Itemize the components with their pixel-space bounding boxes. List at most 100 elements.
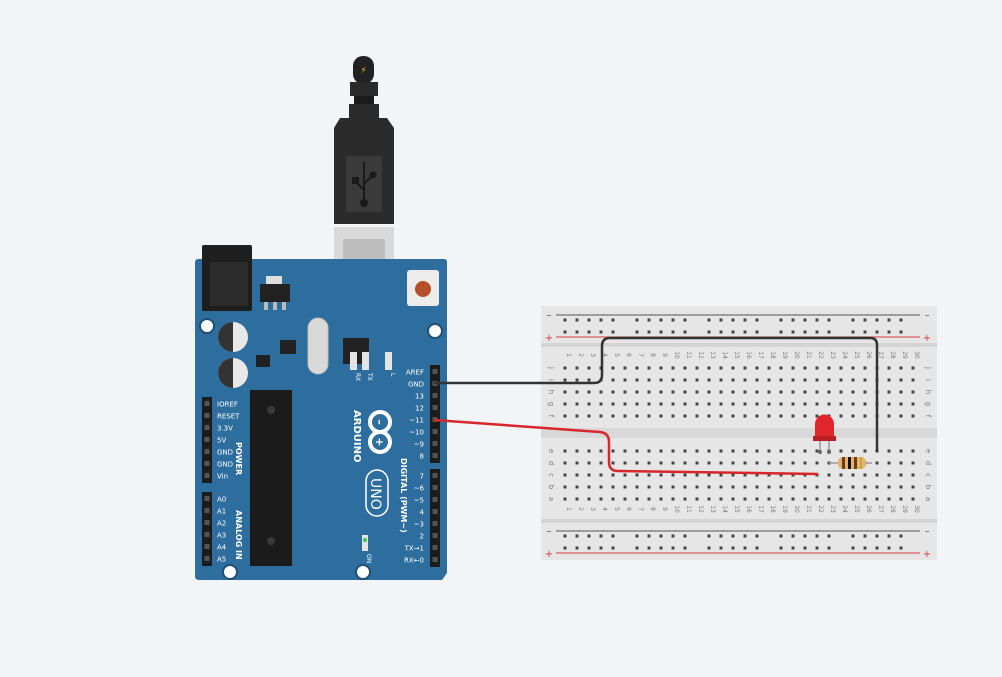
header-pin[interactable] xyxy=(432,405,438,410)
rail-hole[interactable] xyxy=(575,546,579,550)
rail-hole[interactable] xyxy=(599,534,603,538)
breadboard-hole[interactable] xyxy=(851,390,855,394)
breadboard-hole[interactable] xyxy=(815,461,819,465)
breadboard-hole[interactable] xyxy=(899,378,903,382)
breadboard-hole[interactable] xyxy=(623,485,627,489)
header-pin[interactable] xyxy=(432,509,438,514)
breadboard-hole[interactable] xyxy=(671,390,675,394)
breadboard-hole[interactable] xyxy=(803,461,807,465)
breadboard-hole[interactable] xyxy=(839,366,843,370)
breadboard-hole[interactable] xyxy=(863,414,867,418)
breadboard-hole[interactable] xyxy=(659,449,663,453)
breadboard-hole[interactable] xyxy=(767,485,771,489)
breadboard-hole[interactable] xyxy=(887,414,891,418)
red-led[interactable] xyxy=(813,414,836,455)
breadboard-hole[interactable] xyxy=(587,390,591,394)
breadboard-hole[interactable] xyxy=(779,473,783,477)
breadboard-hole[interactable] xyxy=(767,366,771,370)
breadboard-hole[interactable] xyxy=(635,366,639,370)
breadboard-hole[interactable] xyxy=(743,378,747,382)
rail-hole[interactable] xyxy=(659,330,663,334)
rail-hole[interactable] xyxy=(563,318,567,322)
rail-hole[interactable] xyxy=(899,546,903,550)
breadboard-hole[interactable] xyxy=(899,497,903,501)
breadboard-hole[interactable] xyxy=(887,461,891,465)
breadboard-hole[interactable] xyxy=(815,378,819,382)
breadboard-hole[interactable] xyxy=(599,485,603,489)
breadboard-hole[interactable] xyxy=(851,378,855,382)
rail-hole[interactable] xyxy=(731,546,735,550)
rail-hole[interactable] xyxy=(851,546,855,550)
breadboard-hole[interactable] xyxy=(863,497,867,501)
header-pin[interactable] xyxy=(204,496,210,501)
breadboard-hole[interactable] xyxy=(683,378,687,382)
breadboard-hole[interactable] xyxy=(587,497,591,501)
breadboard-hole[interactable] xyxy=(803,414,807,418)
header-pin[interactable] xyxy=(204,401,210,406)
rail-hole[interactable] xyxy=(887,318,891,322)
rail-hole[interactable] xyxy=(755,534,759,538)
breadboard-hole[interactable] xyxy=(851,414,855,418)
breadboard-hole[interactable] xyxy=(575,390,579,394)
rail-hole[interactable] xyxy=(875,330,879,334)
rail-hole[interactable] xyxy=(635,330,639,334)
breadboard-hole[interactable] xyxy=(899,366,903,370)
breadboard-hole[interactable] xyxy=(755,497,759,501)
breadboard-hole[interactable] xyxy=(575,473,579,477)
rail-hole[interactable] xyxy=(719,534,723,538)
breadboard-hole[interactable] xyxy=(839,497,843,501)
breadboard-hole[interactable] xyxy=(839,449,843,453)
breadboard-hole[interactable] xyxy=(671,473,675,477)
breadboard-hole[interactable] xyxy=(683,366,687,370)
breadboard-hole[interactable] xyxy=(695,485,699,489)
breadboard-hole[interactable] xyxy=(659,497,663,501)
rail-hole[interactable] xyxy=(575,534,579,538)
breadboard-hole[interactable] xyxy=(575,485,579,489)
breadboard-hole[interactable] xyxy=(647,390,651,394)
rail-hole[interactable] xyxy=(635,546,639,550)
breadboard-hole[interactable] xyxy=(779,414,783,418)
rail-hole[interactable] xyxy=(827,534,831,538)
breadboard-hole[interactable] xyxy=(719,461,723,465)
breadboard-hole[interactable] xyxy=(851,473,855,477)
header-pin[interactable] xyxy=(204,556,210,561)
breadboard-hole[interactable] xyxy=(707,485,711,489)
header-pin[interactable] xyxy=(204,508,210,513)
rail-hole[interactable] xyxy=(743,318,747,322)
breadboard-hole[interactable] xyxy=(755,402,759,406)
breadboard-hole[interactable] xyxy=(791,461,795,465)
breadboard-hole[interactable] xyxy=(863,473,867,477)
breadboard-hole[interactable] xyxy=(599,449,603,453)
header-pin[interactable] xyxy=(204,413,210,418)
breadboard-hole[interactable] xyxy=(695,473,699,477)
header-pin[interactable] xyxy=(204,473,210,478)
breadboard-hole[interactable] xyxy=(623,366,627,370)
breadboard-hole[interactable] xyxy=(767,390,771,394)
breadboard-hole[interactable] xyxy=(683,414,687,418)
breadboard-hole[interactable] xyxy=(791,414,795,418)
header-pin[interactable] xyxy=(432,369,438,374)
rail-hole[interactable] xyxy=(863,534,867,538)
breadboard-hole[interactable] xyxy=(911,414,915,418)
header-pin[interactable] xyxy=(204,461,210,466)
breadboard-hole[interactable] xyxy=(887,449,891,453)
breadboard-hole[interactable] xyxy=(623,461,627,465)
breadboard-hole[interactable] xyxy=(839,390,843,394)
breadboard-hole[interactable] xyxy=(599,461,603,465)
rail-hole[interactable] xyxy=(899,318,903,322)
breadboard-hole[interactable] xyxy=(563,485,567,489)
breadboard-hole[interactable] xyxy=(791,449,795,453)
breadboard-hole[interactable] xyxy=(647,414,651,418)
rail-hole[interactable] xyxy=(683,318,687,322)
breadboard-hole[interactable] xyxy=(755,473,759,477)
breadboard-hole[interactable] xyxy=(911,402,915,406)
breadboard-hole[interactable] xyxy=(635,390,639,394)
breadboard-hole[interactable] xyxy=(611,485,615,489)
breadboard-hole[interactable] xyxy=(731,449,735,453)
rail-hole[interactable] xyxy=(599,546,603,550)
breadboard-hole[interactable] xyxy=(563,402,567,406)
breadboard-hole[interactable] xyxy=(719,473,723,477)
breadboard-hole[interactable] xyxy=(683,461,687,465)
rail-hole[interactable] xyxy=(743,546,747,550)
